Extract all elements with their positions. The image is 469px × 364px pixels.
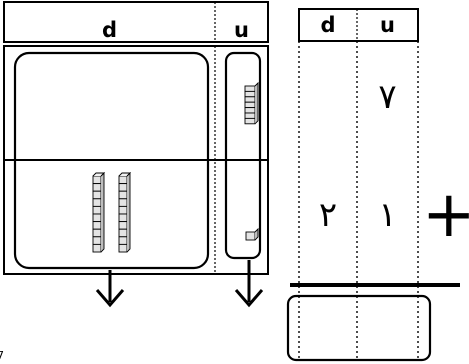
column-addition bbox=[286, 8, 460, 362]
unit-cube bbox=[244, 112, 256, 119]
unit-cube bbox=[244, 90, 256, 98]
unit-cube bbox=[92, 175, 102, 185]
tens-rod bbox=[118, 171, 132, 253]
unit-cube bbox=[118, 236, 128, 245]
unit-cube bbox=[244, 85, 256, 92]
result-answer-box bbox=[286, 294, 432, 362]
page-number: 7 bbox=[0, 349, 4, 362]
unit-cube bbox=[244, 117, 256, 125]
unit-cube bbox=[92, 243, 102, 253]
addend-1-units-digit: ٧ bbox=[378, 77, 397, 117]
chart-header-frame bbox=[3, 1, 269, 43]
unit-cube bbox=[92, 183, 102, 192]
unit-cubes-row-1 bbox=[244, 81, 259, 125]
unit-cube bbox=[92, 228, 102, 238]
unit-cube bbox=[118, 213, 128, 223]
plus-sign: + bbox=[422, 178, 469, 252]
unit-cube bbox=[118, 221, 128, 230]
unit-cube bbox=[244, 96, 256, 103]
unit-cube bbox=[118, 243, 128, 253]
unit-cube bbox=[92, 198, 102, 207]
unit-cube bbox=[92, 221, 102, 230]
tens-rod bbox=[92, 171, 106, 253]
unit-cube bbox=[245, 231, 256, 241]
units-grouping-outline bbox=[224, 51, 262, 260]
tens-grouping-outline bbox=[13, 51, 210, 270]
down-arrow-tens bbox=[95, 270, 125, 308]
unit-cube bbox=[92, 190, 102, 200]
addition-header-units: u bbox=[380, 13, 395, 37]
unit-cube bbox=[118, 228, 128, 238]
unit-cube-row-2 bbox=[245, 227, 259, 241]
unit-cube bbox=[92, 236, 102, 245]
unit-cube bbox=[118, 205, 128, 215]
addition-header-tens: d bbox=[320, 13, 336, 37]
tens-rods-row-2 bbox=[92, 171, 132, 253]
place-value-chart bbox=[3, 1, 269, 308]
unit-cube bbox=[92, 205, 102, 215]
unit-cube bbox=[118, 198, 128, 207]
unit-cube bbox=[118, 175, 128, 185]
addition-header-frame bbox=[298, 8, 419, 42]
unit-cube bbox=[118, 183, 128, 192]
unit-cube bbox=[118, 190, 128, 200]
addend-2-units-digit: ١ bbox=[378, 195, 397, 235]
unit-cube bbox=[244, 101, 256, 109]
chart-header-tens: d bbox=[101, 18, 118, 42]
unit-cube bbox=[92, 213, 102, 223]
addend-2-tens-digit: ٢ bbox=[318, 195, 338, 235]
chart-header-units: u bbox=[234, 18, 249, 42]
down-arrow-units bbox=[234, 260, 264, 308]
unit-cube bbox=[244, 107, 256, 114]
